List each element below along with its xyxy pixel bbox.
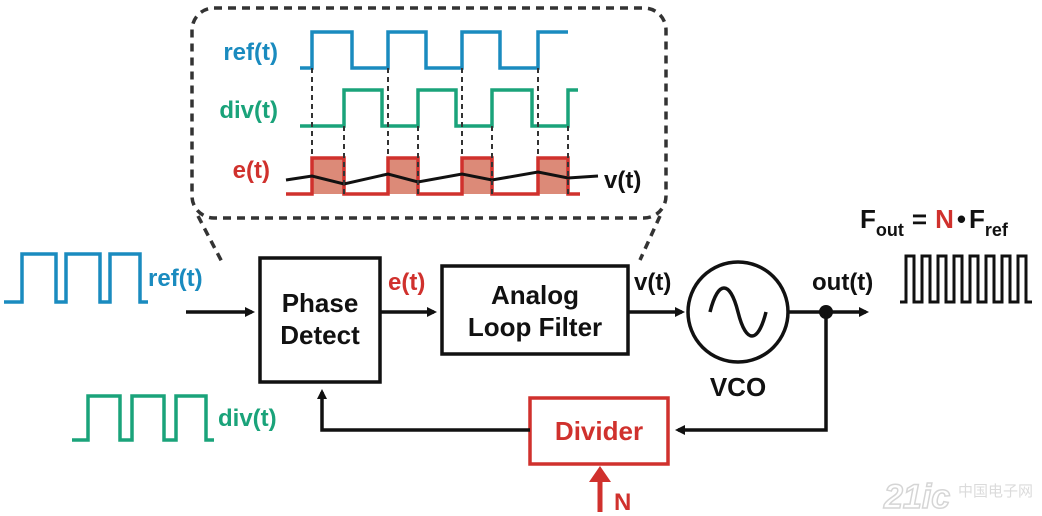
watermark-cn: 中国电子网: [958, 482, 1033, 500]
loop-filter-line1: Analog: [491, 280, 579, 310]
sine-wave-icon: [708, 286, 768, 338]
divider-n-label: N: [614, 489, 631, 516]
ref-input-waveform: [4, 252, 148, 304]
output-waveform: [900, 254, 1032, 304]
formula: Fout=N•Fref: [860, 204, 1009, 240]
inset-zoom-line-right: [638, 215, 662, 261]
vco-block: VCO: [686, 260, 790, 402]
feedback-wire-out-to-divider: [675, 312, 828, 435]
waveform-inset-box: [190, 6, 668, 220]
watermark-text: 21ic: [883, 478, 950, 516]
vco-label: VCO: [710, 372, 766, 402]
divider-label: Divider: [555, 416, 643, 446]
out-label: out(t): [812, 269, 873, 296]
phase-detect-line2: Detect: [280, 320, 360, 350]
feedback-wire-divider-to-pd: [317, 389, 530, 432]
vt-label: v(t): [634, 269, 671, 296]
phase-detect-line1: Phase: [282, 288, 359, 318]
inset-ref-waveform: [300, 30, 568, 70]
inset-div-waveform: [300, 88, 578, 128]
inset-vt-waveform: [285, 170, 599, 186]
n-input-arrow-head: [589, 466, 611, 482]
loop-filter-line2: Loop Filter: [468, 312, 602, 342]
inset-zoom-line-left: [196, 215, 224, 263]
inset-error-waveform: [286, 156, 580, 196]
ref-input-label: ref(t): [148, 265, 203, 292]
inset-ref-label: ref(t): [223, 39, 278, 66]
inset-error-pulses: [312, 158, 568, 194]
et-label: e(t): [388, 269, 425, 296]
div-input-label: div(t): [218, 405, 277, 432]
inset-e-label: e(t): [233, 157, 270, 184]
watermark: 21ic 中国电子网: [882, 477, 1033, 516]
inset-alignment-lines: [311, 68, 569, 194]
inset-v-label: v(t): [604, 167, 641, 194]
phase-detect-block: Phase Detect: [258, 256, 382, 384]
divider-block: Divider: [528, 396, 670, 466]
inset-div-label: div(t): [219, 97, 278, 124]
loop-filter-block: Analog Loop Filter: [440, 264, 630, 356]
div-input-waveform: [72, 394, 214, 442]
